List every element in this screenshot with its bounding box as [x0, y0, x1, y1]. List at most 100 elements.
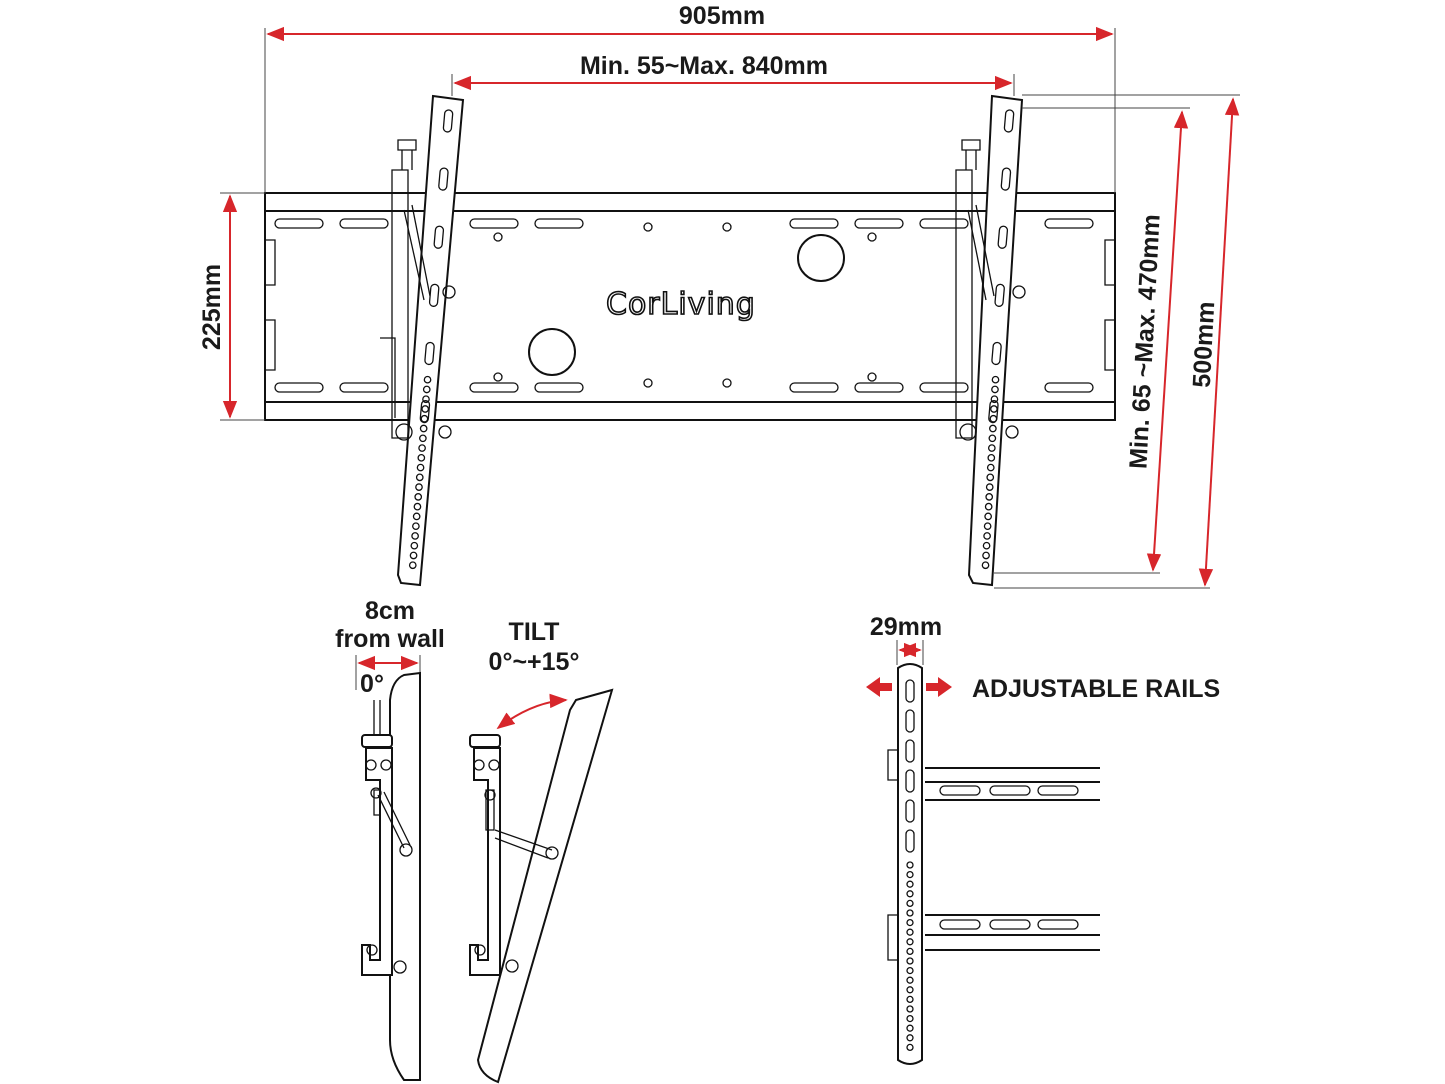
- tv-panel: [389, 671, 421, 1081]
- detail-shape: [412, 512, 421, 521]
- zero-angle-label: 0°: [360, 670, 384, 698]
- detail-shape: [984, 512, 993, 521]
- side-view-tilt: TILT 0°~+15°: [469, 618, 614, 1084]
- slot-shape: [339, 382, 389, 393]
- dimension-arm-range: Min. 65 ~Max. 470mm: [994, 107, 1190, 574]
- detail-shape: [997, 225, 1009, 249]
- hole-shape: [867, 232, 877, 242]
- detail-shape: [983, 522, 992, 531]
- detail-shape: [906, 1043, 914, 1052]
- detail-shape: [939, 785, 981, 796]
- hole-shape: [493, 232, 503, 242]
- arm-spacing-label: Min. 55~Max. 840mm: [580, 52, 828, 80]
- detail-shape: [1037, 785, 1079, 796]
- front-view: CorLiving: [198, 2, 1240, 589]
- detail-shape: [438, 167, 449, 191]
- tilt-range-label: 0°~+15°: [489, 648, 580, 676]
- hole-shape: [643, 222, 653, 232]
- detail-shape: [422, 395, 430, 404]
- detail-shape: [985, 493, 994, 501]
- arm-length-label: 500mm: [1188, 301, 1220, 389]
- detail-shape: [990, 395, 999, 404]
- detail-shape: [990, 405, 998, 413]
- detail-shape: [905, 829, 915, 853]
- detail-shape: [419, 424, 428, 433]
- detail-shape: [428, 283, 440, 307]
- detail-shape: [986, 473, 995, 482]
- detail-shape: [1003, 109, 1015, 133]
- detail-shape: [906, 938, 914, 946]
- detail-shape: [906, 986, 914, 994]
- detail-shape: [985, 483, 994, 491]
- cable-hole-icon: [528, 328, 576, 376]
- detail-shape: [418, 444, 426, 452]
- wall-distance-label: from wall: [335, 625, 445, 653]
- detail-shape: [906, 995, 914, 1004]
- detail-shape: [989, 414, 998, 423]
- detail-shape: [433, 225, 445, 249]
- detail-shape: [417, 453, 426, 462]
- detail-shape: [988, 434, 997, 443]
- detail-shape: [906, 899, 914, 908]
- detail-shape: [906, 928, 914, 936]
- slot-shape: [919, 218, 969, 229]
- adjustable-rails-label: ADJUSTABLE RAILS: [972, 675, 1220, 703]
- detail-shape: [906, 947, 914, 956]
- detail-shape: [906, 890, 914, 898]
- slot-shape: [854, 218, 904, 229]
- arrow-left-icon: [866, 677, 892, 697]
- slot-shape: [274, 218, 324, 229]
- detail-shape: [413, 502, 422, 511]
- detail-shape: [906, 1014, 914, 1023]
- detail-shape: [415, 473, 424, 482]
- plate-slots: [274, 218, 1094, 393]
- knob-icon: [361, 734, 393, 748]
- detail-shape: [414, 493, 423, 501]
- detail-shape: [989, 424, 997, 433]
- detail-shape: [422, 385, 431, 394]
- slot-shape: [339, 218, 389, 229]
- detail-shape: [905, 799, 915, 823]
- detail-shape: [409, 551, 418, 560]
- detail-shape: [989, 919, 1031, 930]
- right-tilt-arm: [955, 94, 1026, 587]
- hole-shape: [867, 372, 877, 382]
- detail-shape: [991, 385, 999, 394]
- detail-shape: [994, 283, 1005, 307]
- hole-shape: [493, 372, 503, 382]
- detail-shape: [419, 434, 427, 443]
- side-view-zero-tilt: 8cm from wall 0°: [335, 597, 445, 1081]
- detail-shape: [982, 541, 991, 550]
- plate-height-label: 225mm: [198, 264, 226, 350]
- plate-holes: [493, 222, 877, 388]
- wall-plate: CorLiving: [264, 192, 1116, 421]
- adjustable-rails-detail: 29mm ADJUSTABLE RAILS: [866, 613, 1220, 1065]
- detail-shape: [421, 405, 430, 413]
- dimension-arm-spacing: Min. 55~Max. 840mm: [451, 52, 1015, 96]
- slot-shape: [854, 382, 904, 393]
- detail-shape: [989, 785, 1031, 796]
- cable-hole-icon: [797, 234, 845, 282]
- slot-shape: [469, 382, 519, 393]
- slot-shape: [274, 382, 324, 393]
- tv-panel-tilted: [476, 688, 614, 1084]
- detail-shape: [905, 709, 915, 733]
- detail-shape: [424, 341, 435, 366]
- slot-shape: [919, 382, 969, 393]
- detail-shape: [984, 502, 993, 511]
- detail-shape: [416, 463, 425, 472]
- slot-shape: [789, 382, 839, 393]
- dimension-arm-length: 500mm: [994, 94, 1240, 589]
- hole-shape: [643, 378, 653, 388]
- detail-shape: [408, 561, 417, 570]
- detail-shape: [906, 957, 914, 965]
- hole-shape: [722, 378, 732, 388]
- rail-width-label: 29mm: [870, 613, 942, 641]
- detail-shape: [906, 966, 914, 975]
- detail-shape: [906, 918, 914, 927]
- detail-shape: [981, 561, 990, 570]
- detail-shape: [906, 976, 914, 984]
- tilt-arc: [496, 693, 568, 730]
- detail-shape: [983, 532, 991, 540]
